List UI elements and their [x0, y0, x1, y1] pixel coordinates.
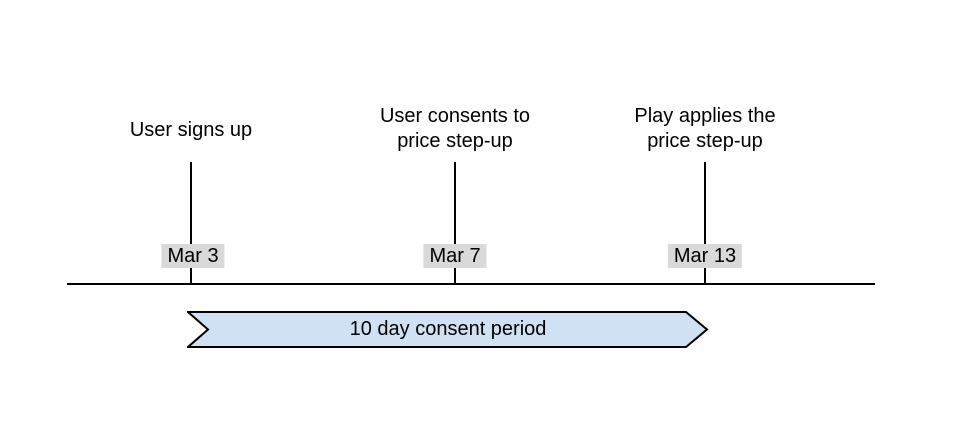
- timeline-axis-line: [67, 283, 875, 285]
- event-title-user-consents: User consents to price step-up: [379, 105, 531, 152]
- date-label-mar-13: Mar 13: [667, 244, 743, 268]
- chevron-ribbon-shape: [187, 311, 709, 348]
- event-tick-mar-7: [454, 162, 456, 284]
- consent-period-label: 10 day consent period: [349, 318, 547, 340]
- event-title-play-applies: Play applies the price step-up: [634, 105, 776, 152]
- event-tick-mar-3: [190, 162, 192, 284]
- event-tick-mar-13: [704, 162, 706, 284]
- event-title-user-signs-up: User signs up: [129, 119, 253, 141]
- date-label-mar-3: Mar 3: [161, 244, 225, 268]
- date-label-mar-7: Mar 7: [423, 244, 487, 268]
- consent-period-banner: 10 day consent period: [187, 310, 709, 349]
